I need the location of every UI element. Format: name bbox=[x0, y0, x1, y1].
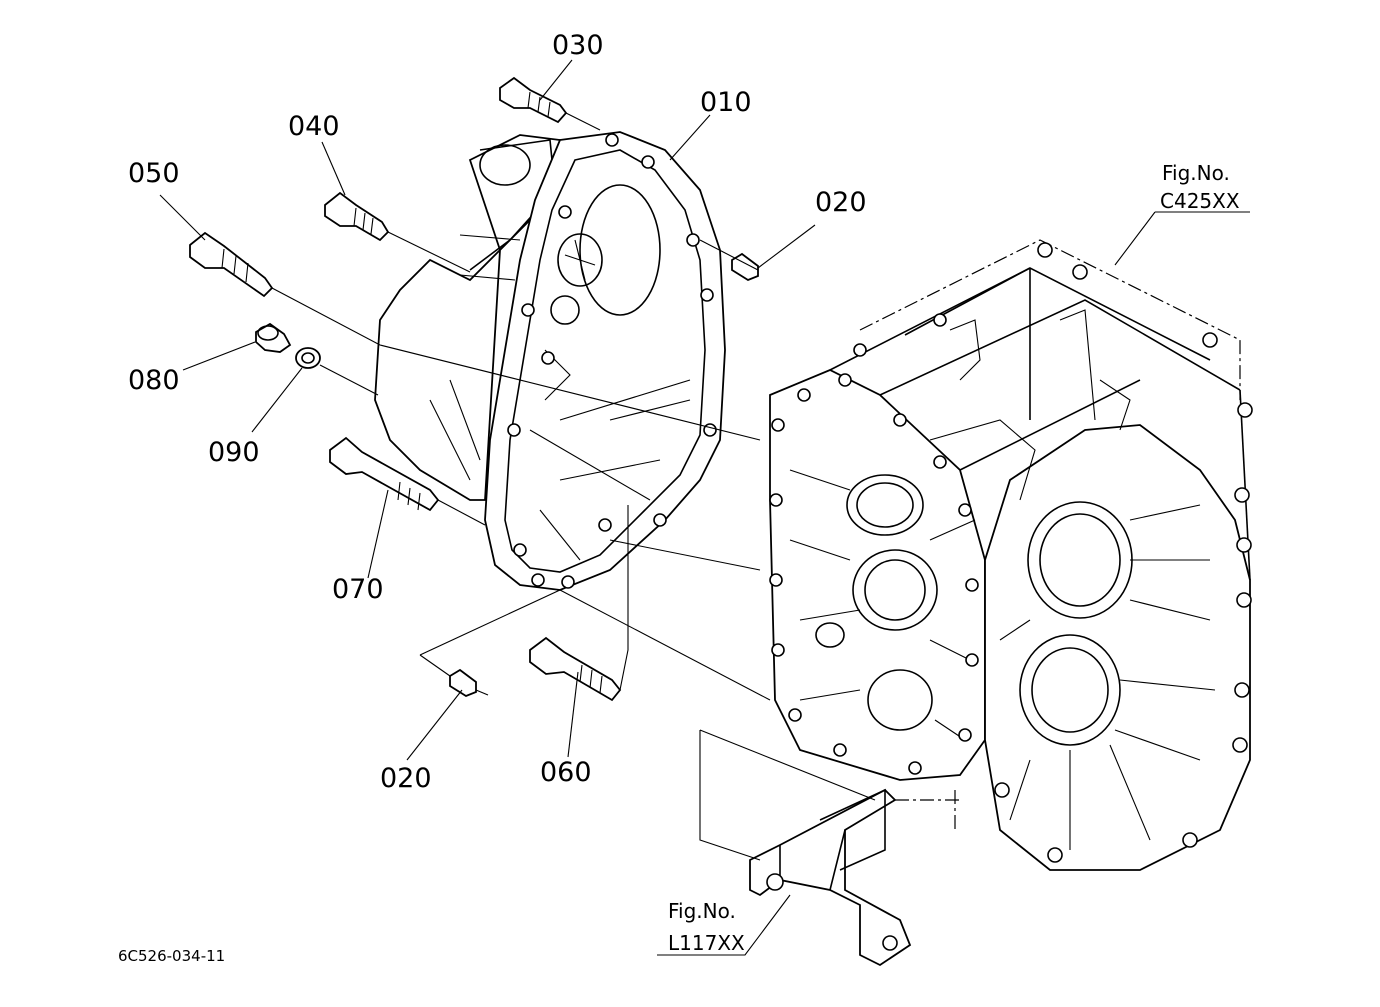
callout-040: 040 bbox=[288, 111, 340, 142]
callout-labels: 030 010 040 050 020 080 090 070 020 060 bbox=[128, 30, 867, 794]
callout-070: 070 bbox=[332, 574, 384, 605]
assembly-lines bbox=[271, 112, 771, 701]
callout-060: 060 bbox=[540, 757, 592, 788]
transmission-case bbox=[769, 239, 1253, 871]
fig-ref-label: Fig.No. bbox=[668, 899, 736, 923]
document-id: 6C526-034-11 bbox=[118, 947, 225, 965]
figure-reference-l117xx[interactable]: Fig.No. L117XX bbox=[668, 899, 745, 955]
callout-020-lower: 020 bbox=[380, 763, 432, 794]
callout-010: 010 bbox=[700, 87, 752, 118]
washer-090 bbox=[295, 347, 321, 369]
fig-ref-code: L117XX bbox=[668, 931, 745, 955]
bolt-040 bbox=[324, 191, 390, 242]
front-cover-010 bbox=[374, 131, 726, 591]
callout-050: 050 bbox=[128, 158, 180, 189]
bolt-030 bbox=[499, 76, 568, 124]
bolt-060 bbox=[529, 636, 622, 702]
leader-lines bbox=[159, 59, 1250, 956]
cover-bolt-holes bbox=[507, 133, 717, 589]
callout-020-upper: 020 bbox=[815, 187, 867, 218]
pin-020-lower bbox=[449, 668, 477, 698]
fig-ref-label: Fig.No. bbox=[1162, 161, 1230, 185]
pin-020-upper bbox=[731, 252, 759, 282]
callout-030: 030 bbox=[552, 30, 604, 61]
figure-reference-c425xx[interactable]: Fig.No. C425XX bbox=[1160, 161, 1240, 213]
callout-090: 090 bbox=[208, 437, 260, 468]
fig-ref-code: C425XX bbox=[1160, 189, 1240, 213]
front-bolt-holes bbox=[769, 373, 979, 775]
plug-080 bbox=[255, 322, 292, 353]
bolt-050 bbox=[189, 231, 274, 298]
side-bolt-holes bbox=[853, 242, 1253, 863]
callout-080: 080 bbox=[128, 365, 180, 396]
bracket bbox=[699, 729, 960, 967]
bolt-070 bbox=[329, 436, 440, 512]
